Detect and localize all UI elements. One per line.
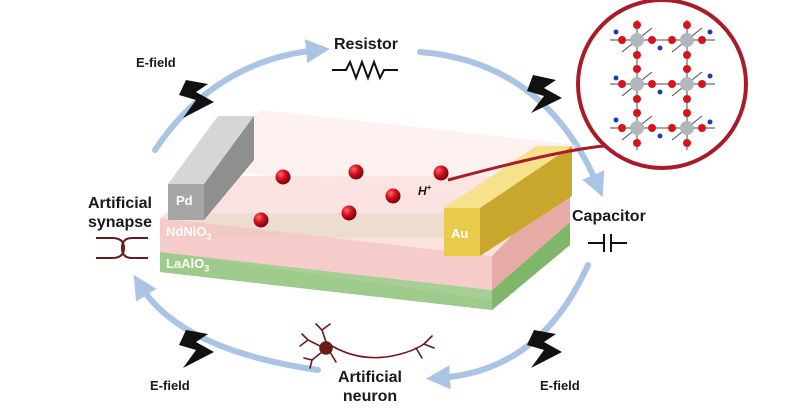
lightning-bolt-icon: [179, 80, 214, 118]
laalo3-layer-front-main: [160, 252, 492, 310]
lightning-bolt-icon: [179, 330, 214, 368]
laalo3-label: LaAlO3: [166, 256, 209, 274]
neuron-icon: [299, 323, 435, 369]
hydrogen-ion-charge: +: [426, 183, 432, 192]
proton: [253, 212, 269, 228]
artificial-synapse-label: Artificial synapse: [80, 194, 160, 232]
cycle-arrow-bottom-right: [426, 262, 591, 390]
ndnio3-layer-front: [160, 218, 492, 290]
artificial-neuron-label: Artificial neuron: [330, 368, 410, 406]
ndnio3-subscript: 3: [206, 231, 212, 242]
proton: [385, 188, 401, 204]
proton: [341, 205, 357, 221]
protons: [253, 164, 449, 228]
efield-label-bottom-left: E-field: [150, 378, 190, 393]
artificial-neuron-line1: Artificial: [337, 369, 402, 386]
synapse-icon: [96, 237, 148, 259]
efield-label-top-left: E-field: [136, 55, 176, 70]
au-label: Au: [451, 226, 469, 241]
cycle-arrows: [133, 39, 605, 390]
pd-label: Pd: [176, 193, 193, 208]
lightning-bolt-icon: [527, 75, 562, 113]
pd-electrode: [168, 116, 254, 220]
laalo3-layer-side: [492, 222, 570, 310]
cycle-arrow-top-right: [417, 49, 605, 198]
efield-label-bottom-right: E-field: [540, 378, 580, 393]
ndnio3-formula: NdNiO: [166, 224, 207, 239]
artificial-neuron-line2: neuron: [342, 388, 398, 405]
hydrogen-ion-symbol: H: [418, 184, 427, 198]
artificial-synapse-line1: Artificial: [87, 195, 152, 212]
inset-pointer: [447, 144, 605, 182]
crystal-lattice-icon: [576, 0, 748, 170]
au-electrode: [444, 146, 572, 256]
laalo3-formula: LaAlO: [166, 256, 205, 271]
capacitor-label: Capacitor: [572, 208, 646, 225]
artificial-synapse-line2: synapse: [87, 214, 153, 231]
lightning-bolt-icon: [527, 330, 562, 368]
ndnio3-label: NdNiO3: [166, 224, 211, 242]
proton: [275, 169, 291, 185]
capacitor-symbol-icon: [588, 234, 627, 252]
cycle-arrow-top-left: [152, 39, 330, 153]
proton: [433, 165, 449, 181]
resistor-symbol-icon: [332, 59, 398, 81]
resistor-label: Resistor: [334, 36, 399, 53]
cycle-arrow-bottom-left: [133, 274, 321, 373]
ion-region: [210, 110, 578, 200]
proton: [348, 164, 364, 180]
hydrogen-ion-label: H+: [418, 183, 431, 198]
laalo3-subscript: 3: [204, 263, 210, 274]
